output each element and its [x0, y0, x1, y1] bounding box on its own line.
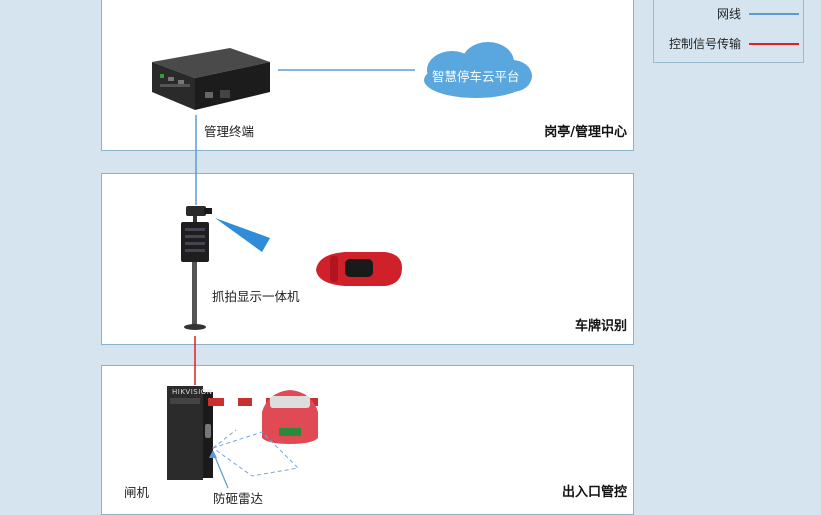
camera-label: 抓拍显示一体机	[212, 289, 300, 304]
management-terminal-icon	[152, 48, 270, 110]
legend-swatch-network	[749, 12, 799, 15]
legend-swatch-control	[749, 42, 799, 45]
camera-beam	[215, 218, 270, 252]
zone-title-recognition: 车牌识别	[574, 319, 627, 334]
car-front-icon	[262, 390, 318, 444]
radar-arrow-icon	[209, 450, 217, 458]
terminal-label: 管理终端	[204, 124, 255, 139]
cloud-label: 智慧停车云平台	[432, 69, 520, 84]
radar-label: 防砸雷达	[213, 491, 264, 506]
zone-title-entrance: 出入口管控	[561, 485, 627, 500]
zone-title-management: 岗亭/管理中心	[544, 125, 627, 140]
radar-beam-upper	[212, 429, 237, 449]
legend-item-control: 控制信号传输	[669, 35, 799, 52]
cloud-platform-icon	[424, 42, 532, 98]
legend: 网线 控制信号传输	[653, 0, 804, 63]
legend-label-control: 控制信号传输	[668, 37, 741, 51]
legend-label-network: 网线	[716, 7, 741, 21]
barrier-label: 闸机	[124, 485, 150, 500]
barrier-brand-logo: HIKVISION	[172, 388, 213, 396]
barrier-gate-icon	[167, 386, 213, 480]
camera-display-unit-icon	[181, 206, 212, 330]
legend-item-network: 网线	[717, 5, 799, 22]
car-icon	[316, 252, 402, 286]
